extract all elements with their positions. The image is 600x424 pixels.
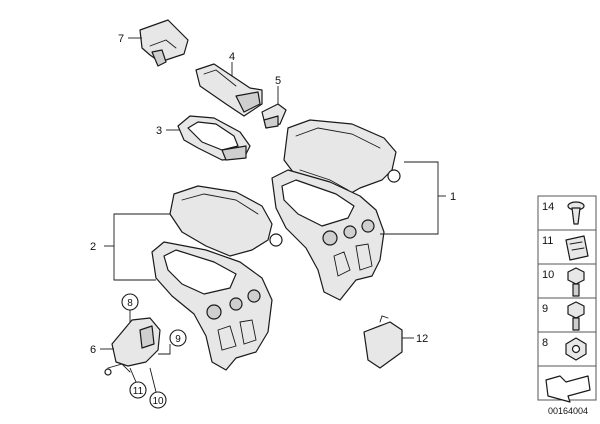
svg-text:8: 8	[127, 298, 133, 309]
part-3-storage-tray	[177, 115, 251, 161]
hex-nut-icon	[565, 337, 587, 361]
direction-arrow-icon	[545, 375, 591, 403]
part-1-armrest-assembly	[271, 119, 401, 301]
part-2-armrest-assembly	[151, 185, 283, 371]
panel-label-10: 10	[542, 269, 554, 281]
callout-7: 7	[118, 33, 124, 45]
part-12-cover	[363, 315, 403, 369]
part-5-clip	[261, 103, 287, 129]
svg-text:11: 11	[133, 386, 144, 397]
part-7-bracket	[139, 19, 189, 67]
callout-5: 5	[275, 75, 281, 87]
fastener-panel: 14 11 10 9 8	[537, 195, 597, 403]
part-6-bracket	[104, 317, 161, 376]
document-code: 00164004	[548, 406, 588, 416]
screw-icon	[567, 301, 585, 331]
panel-label-8: 8	[542, 337, 548, 349]
callout-1: 1	[450, 191, 456, 203]
leader-1	[380, 161, 439, 235]
spring-clip-icon	[565, 235, 589, 261]
svg-text:9: 9	[175, 334, 181, 345]
callout-3: 3	[156, 125, 162, 137]
panel-label-14: 14	[542, 201, 554, 213]
panel-label-9: 9	[542, 303, 548, 315]
circled-callout-9: 9	[158, 329, 187, 355]
callout-6: 6	[90, 344, 96, 356]
callout-2: 2	[90, 241, 96, 253]
callout-4: 4	[229, 51, 235, 63]
circled-callout-10: 10	[149, 367, 167, 409]
leader-2	[113, 213, 170, 281]
panel-label-11: 11	[542, 235, 553, 247]
circled-callout-8-top: 8	[121, 293, 139, 322]
hex-bolt-icon	[567, 267, 585, 297]
part-4-tray	[195, 63, 263, 117]
callout-12: 12	[416, 333, 428, 345]
push-rivet-icon	[567, 201, 585, 225]
svg-text:10: 10	[152, 396, 164, 407]
circled-callout-11: 11	[129, 367, 147, 399]
